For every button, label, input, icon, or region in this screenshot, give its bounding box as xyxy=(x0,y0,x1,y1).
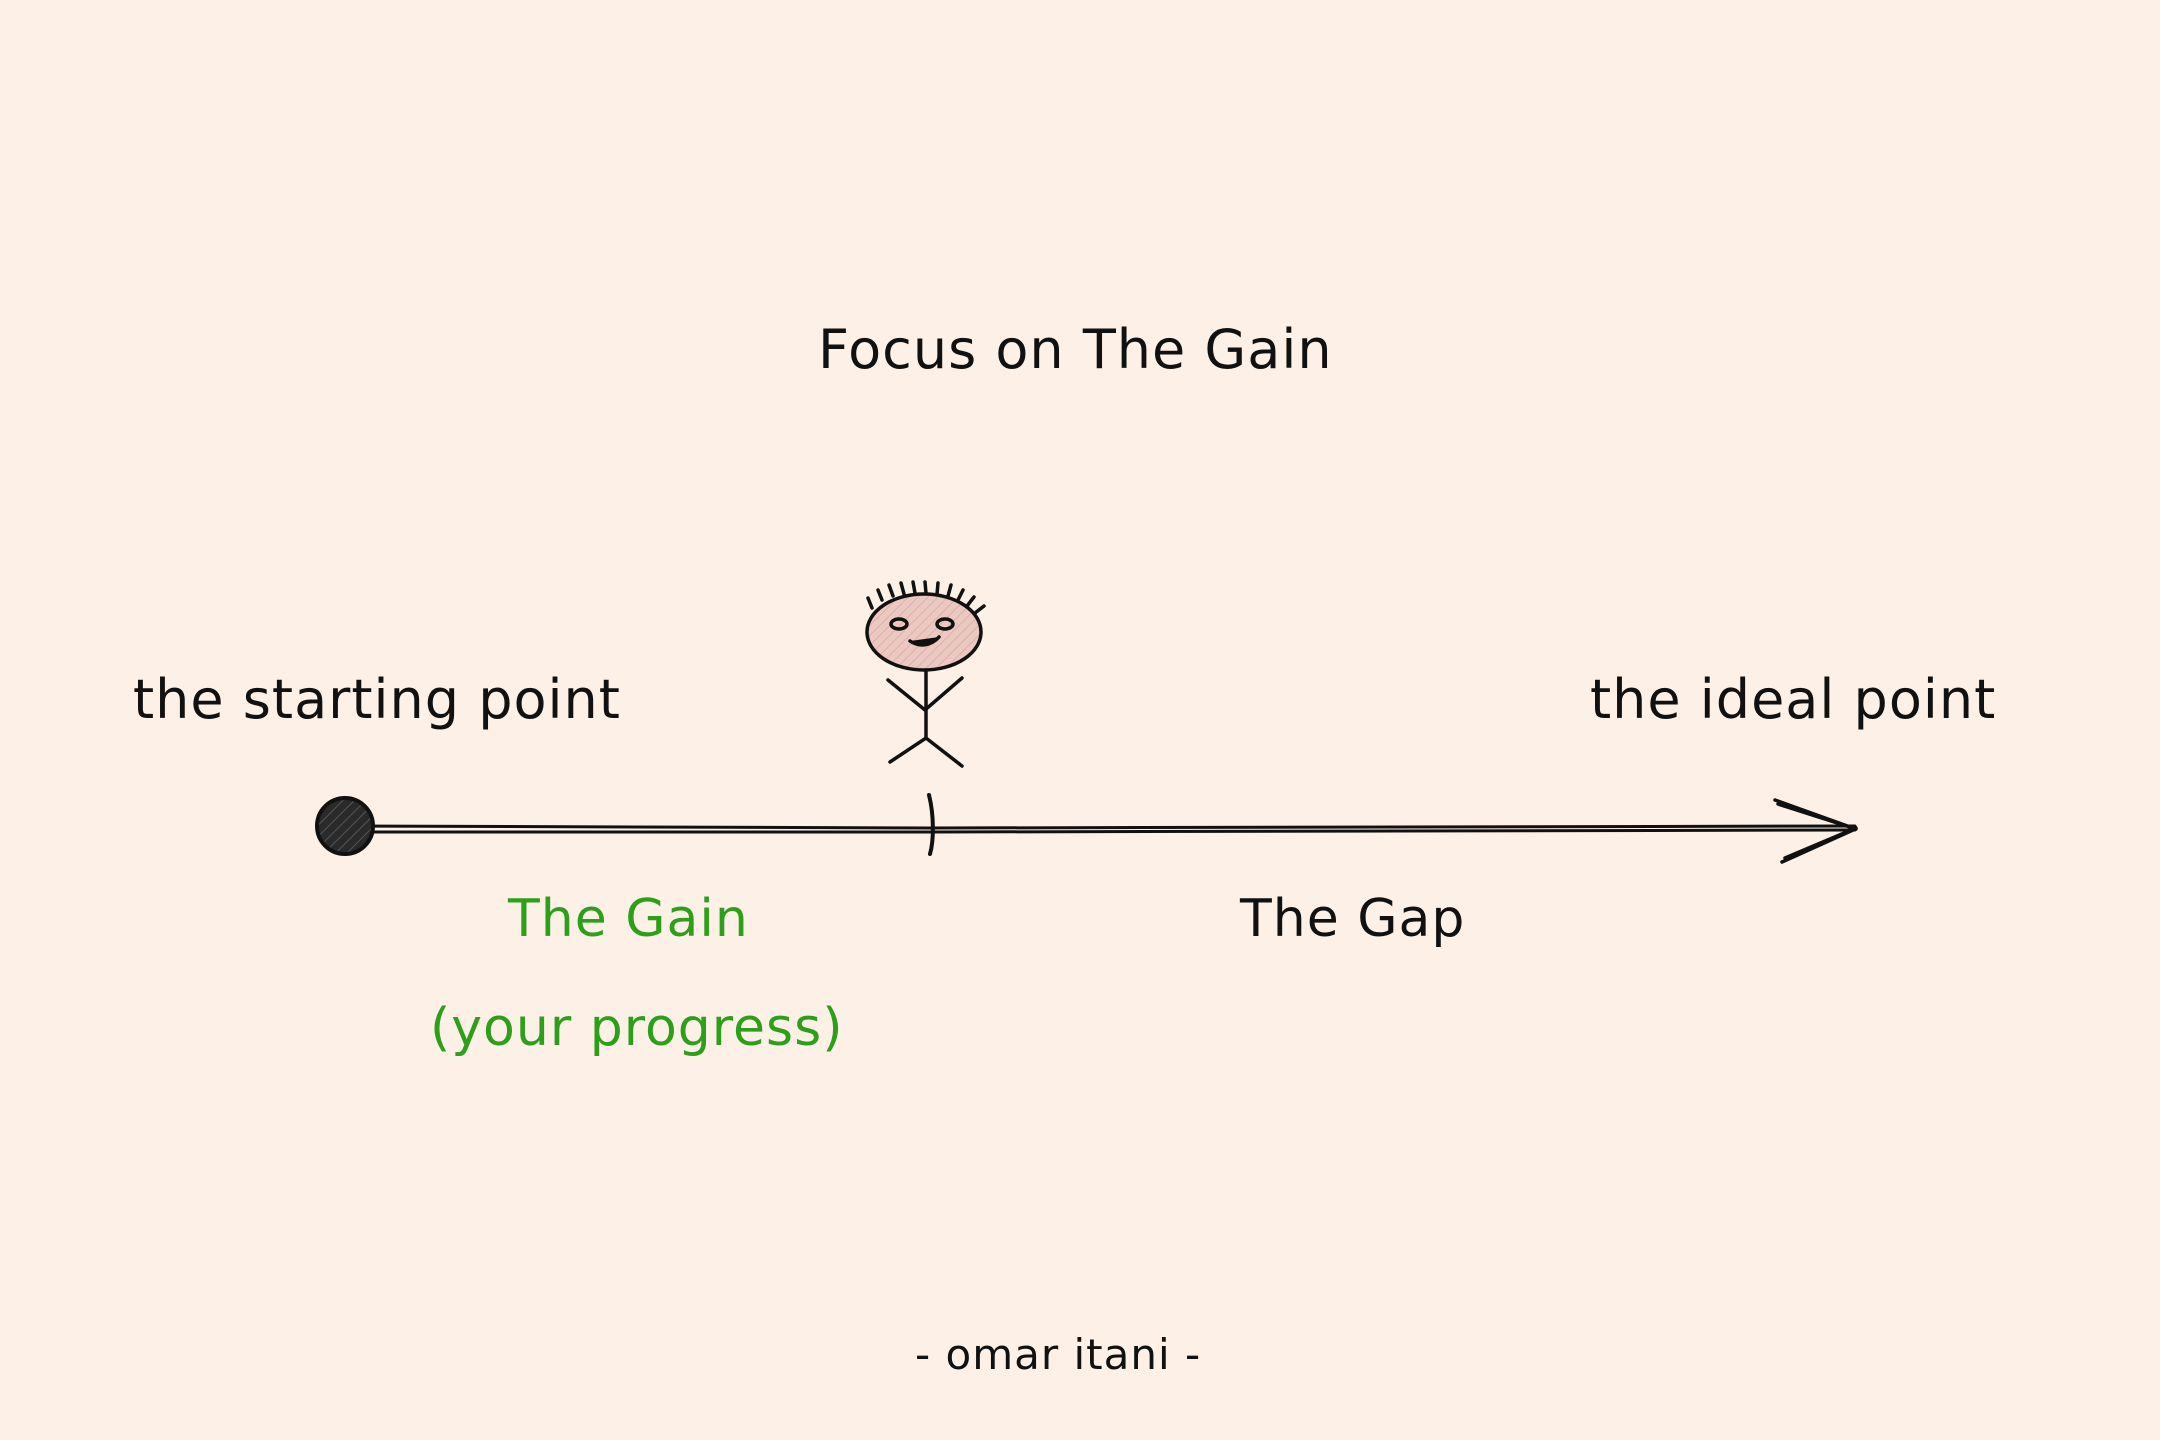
gain-note-label: (your progress) xyxy=(430,998,844,1058)
gain-label: The Gain xyxy=(508,889,749,949)
ideal-point-label: the ideal point xyxy=(1590,668,1997,731)
arrowhead-icon xyxy=(1773,798,1858,864)
gap-label: The Gap xyxy=(1240,889,1466,949)
diagram-title: Focus on The Gain xyxy=(818,318,1333,381)
author-credit: - omar itani - xyxy=(915,1330,1202,1379)
current-position-tick xyxy=(927,793,935,856)
timeline-axis xyxy=(343,824,1857,834)
filled-circle-icon xyxy=(315,796,375,856)
stick-figure-icon xyxy=(865,580,986,768)
starting-point-label: the starting point xyxy=(133,668,621,731)
